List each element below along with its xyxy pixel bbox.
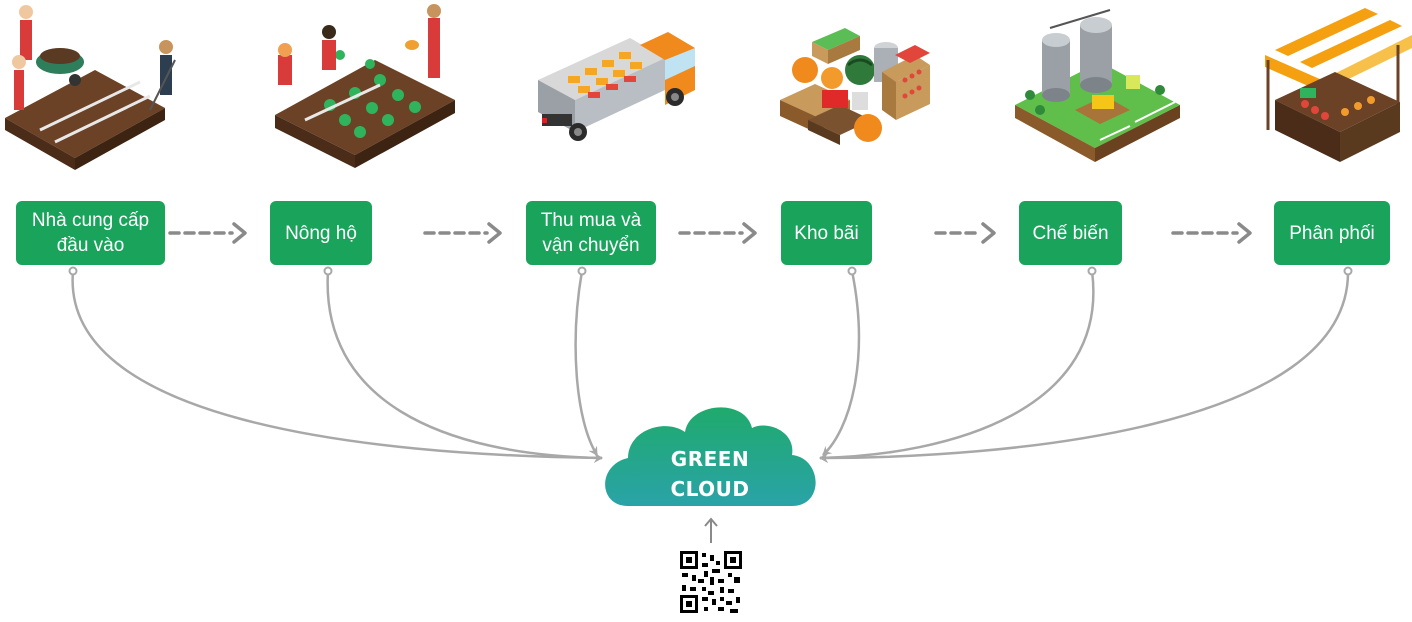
qr-arrow xyxy=(704,517,718,543)
cloud-label: GREEN CLOUD xyxy=(670,447,750,501)
cloud-connectors xyxy=(71,270,1350,463)
stage-box-input-suppliers: Nhà cung cấp đầu vào xyxy=(16,201,165,265)
connector-5 xyxy=(819,270,1095,463)
stage-box-collection-transport: Thu mua và vận chuyển xyxy=(526,201,656,265)
farmers-planting-seedlings-icon xyxy=(275,4,455,168)
produce-truck-icon xyxy=(538,32,695,141)
flow-arrow-1 xyxy=(168,222,247,244)
connector-6 xyxy=(819,270,1350,463)
flow-arrows xyxy=(168,222,1252,244)
flow-arrow-5 xyxy=(1171,222,1252,244)
connector-1 xyxy=(71,270,603,463)
farmers-plowing-field-icon xyxy=(5,5,176,170)
stage-box-farmers: Nông hộ xyxy=(270,201,372,265)
connector-4 xyxy=(822,270,861,456)
connector-3 xyxy=(574,270,599,456)
qr-code-icon xyxy=(680,551,742,613)
cloud-icon xyxy=(605,407,816,506)
flow-arrow-3 xyxy=(678,222,757,244)
connector-dots xyxy=(68,266,1353,276)
stage-box-distribution: Phân phối xyxy=(1274,201,1390,265)
connector-2 xyxy=(326,270,603,463)
stage-box-warehouse: Kho bãi xyxy=(781,201,872,265)
flow-arrow-2 xyxy=(423,222,502,244)
flow-arrow-4 xyxy=(934,222,996,244)
processing-silo-plant-icon xyxy=(1015,9,1180,162)
produce-crates-warehouse-icon xyxy=(780,28,930,145)
market-stall-icon xyxy=(1265,8,1412,162)
stage-box-processing: Chế biến xyxy=(1019,201,1122,265)
